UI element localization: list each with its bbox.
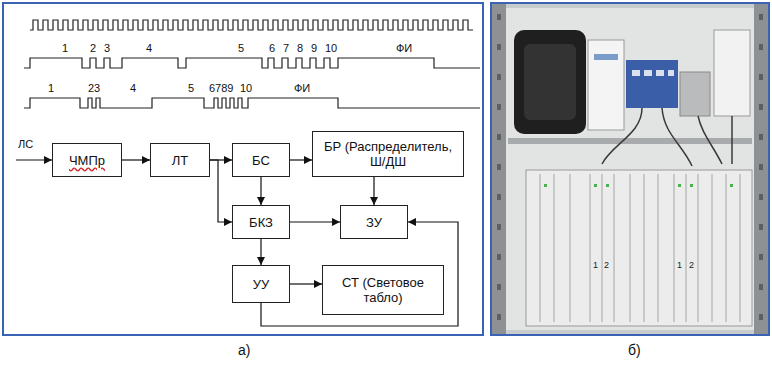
process-box: ЛТ bbox=[150, 143, 210, 177]
card-shelf bbox=[526, 170, 752, 326]
equipment-photo bbox=[492, 4, 768, 334]
signal-name: ФИ bbox=[396, 42, 412, 55]
callout-number: 4 bbox=[130, 82, 136, 95]
signal-arrow bbox=[260, 177, 261, 205]
card-number: 2 bbox=[689, 260, 694, 270]
din-rail bbox=[508, 138, 752, 144]
card-leds bbox=[544, 184, 733, 187]
card-number: 1 bbox=[593, 260, 598, 270]
module-label bbox=[594, 54, 618, 60]
callout-number: 23 bbox=[88, 82, 100, 95]
card-fronts bbox=[540, 174, 740, 322]
cabinet-interior bbox=[506, 8, 754, 330]
rack-rail bbox=[754, 4, 768, 334]
box-text: УУ bbox=[253, 277, 270, 292]
box-text: ЗУ bbox=[366, 215, 382, 230]
code-waveform bbox=[24, 58, 480, 68]
callout-number: 10 bbox=[240, 82, 252, 95]
signal-arrow bbox=[290, 221, 340, 222]
box-text: ЛТ bbox=[172, 153, 188, 168]
power-supply bbox=[714, 30, 750, 116]
process-box: СТ (Световое табло) bbox=[322, 265, 444, 315]
clock-waveform bbox=[30, 20, 473, 30]
black-device bbox=[514, 30, 586, 134]
box-text: БС bbox=[252, 153, 270, 168]
process-box: ЧМПр bbox=[52, 143, 122, 177]
rack-rail bbox=[492, 4, 506, 334]
callout-number: 1 bbox=[48, 82, 54, 95]
process-box: БКЗ bbox=[232, 205, 290, 239]
callout-number: 6 bbox=[269, 42, 275, 55]
caption: б) bbox=[628, 342, 641, 358]
input-arrow bbox=[16, 159, 52, 160]
callout-number: 5 bbox=[188, 82, 194, 95]
white-module bbox=[588, 40, 624, 130]
callout-number: 1 bbox=[62, 42, 68, 55]
callout-number: 4 bbox=[146, 42, 152, 55]
signal-arrow bbox=[260, 239, 261, 265]
signal-arrow bbox=[122, 159, 150, 160]
process-box: БР (Распределитель, Ш/ДШ bbox=[312, 131, 464, 177]
network-switch bbox=[626, 60, 678, 108]
device-cover bbox=[524, 44, 576, 120]
signal-arrow bbox=[290, 283, 322, 284]
box-text: БР (Распределитель, Ш/ДШ bbox=[318, 139, 458, 169]
panel-a: ЧМПр ЛТ БС БР (Распределитель, Ш/ДШ БКЗ ЗУ УУ С… bbox=[2, 2, 484, 336]
card-number: 1 bbox=[677, 260, 682, 270]
box-text: ЧМПр bbox=[69, 153, 105, 168]
callout-number: 3 bbox=[104, 42, 110, 55]
caption: а) bbox=[238, 342, 250, 358]
process-box: ЗУ bbox=[340, 205, 408, 239]
rack-ground bbox=[492, 4, 768, 334]
signal-arrow bbox=[290, 159, 312, 160]
cables bbox=[602, 108, 732, 166]
code-waveform bbox=[24, 98, 480, 108]
box-text: СТ (Световое табло) bbox=[328, 275, 438, 305]
panel-b: 1212 bbox=[490, 2, 770, 336]
process-box: УУ bbox=[232, 265, 290, 303]
signal-name: ЛС bbox=[18, 138, 33, 151]
callout-number: 7 bbox=[283, 42, 289, 55]
callout-number: 5 bbox=[238, 42, 244, 55]
card-number: 2 bbox=[604, 260, 609, 270]
callout-number: 10 bbox=[325, 42, 337, 55]
signal-name: ФИ bbox=[294, 82, 310, 95]
switch-ports bbox=[632, 70, 674, 76]
signal-arrow bbox=[373, 177, 374, 205]
process-box: БС bbox=[232, 143, 290, 177]
signal-arrow bbox=[210, 160, 232, 222]
callout-number: 9 bbox=[311, 42, 317, 55]
callout-number: 2 bbox=[90, 42, 96, 55]
terminal-block bbox=[680, 72, 710, 116]
callout-number: 8 bbox=[297, 42, 303, 55]
callout-number: 6789 bbox=[209, 82, 233, 95]
box-text: БКЗ bbox=[249, 215, 273, 230]
